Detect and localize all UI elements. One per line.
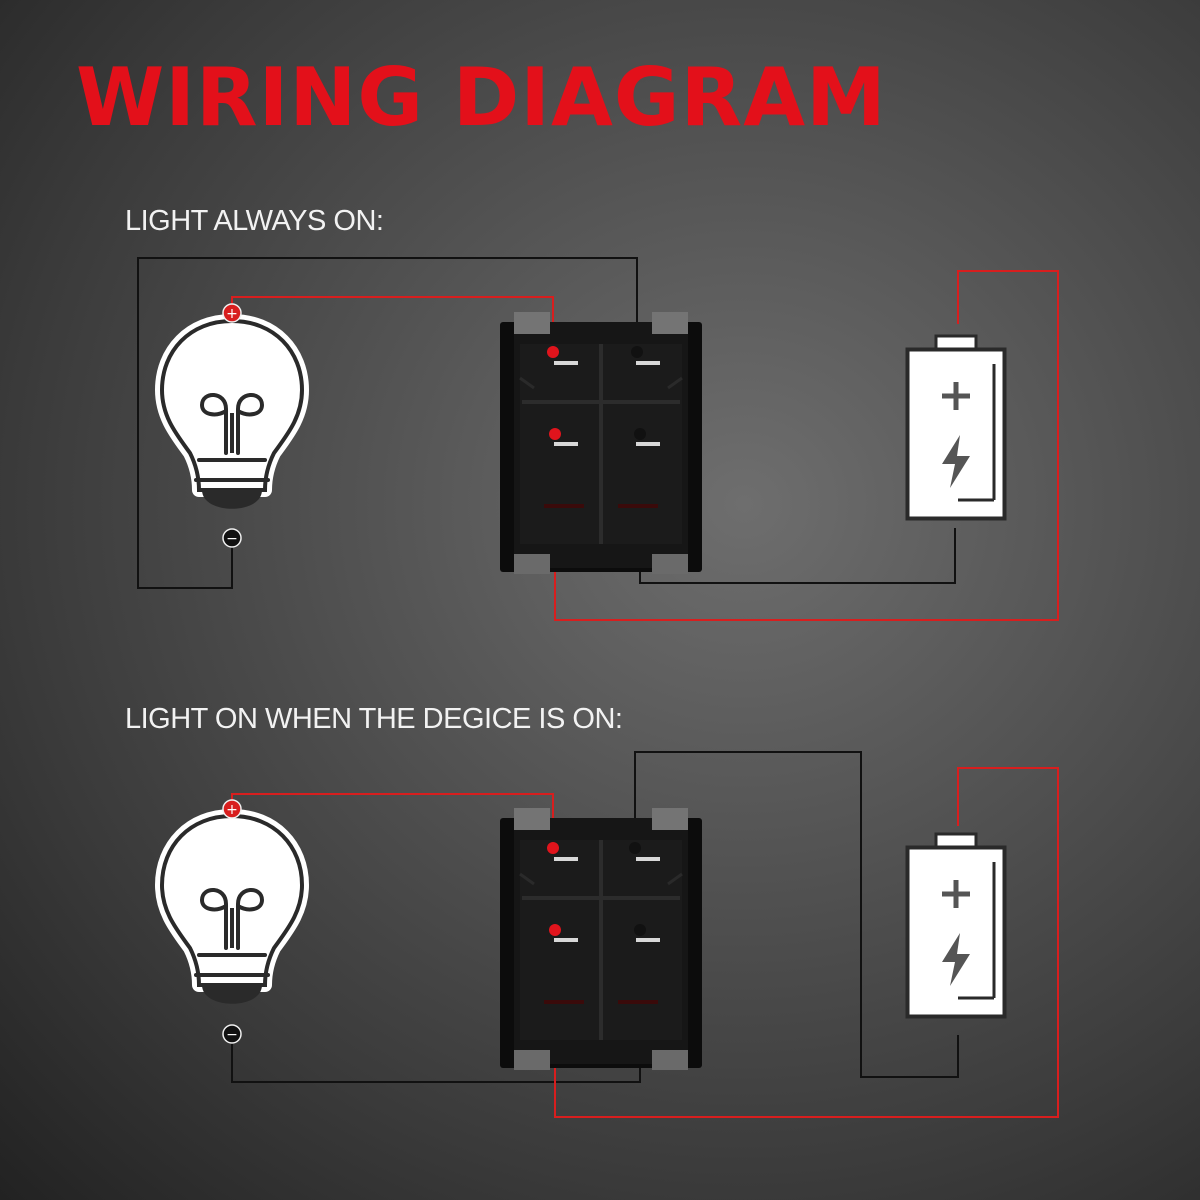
- switch-terminal-top-left: [547, 842, 559, 854]
- battery-icon: [908, 336, 1004, 518]
- battery-icon: [908, 834, 1004, 1016]
- diagram-always-on: + −: [137, 257, 1059, 621]
- svg-text:+: +: [226, 306, 238, 322]
- wire-positive-switch-to-battery: [554, 767, 1059, 1118]
- section-label-device-on: LIGHT ON WHEN THE DEGICE IS ON:: [125, 703, 623, 735]
- lamp-positive-terminal: +: [222, 303, 242, 323]
- lamp-negative-terminal: −: [222, 528, 242, 548]
- svg-text:−: −: [226, 531, 238, 547]
- page-title: WIRING DIAGRAM: [76, 51, 887, 144]
- wire-negative-switch-to-battery: [634, 751, 959, 1078]
- lamp-negative-terminal: −: [222, 1024, 242, 1044]
- switch-terminal-bottom-left: [549, 428, 561, 440]
- light-bulb-icon: [162, 321, 302, 509]
- switch-terminal-bottom-right: [634, 428, 646, 440]
- rocker-switch-icon: [498, 806, 704, 1072]
- switch-terminal-top-right: [631, 346, 643, 358]
- svg-text:+: +: [226, 802, 238, 818]
- wire-negative-lamp-to-switch: [137, 257, 638, 589]
- switch-terminal-top-right: [629, 842, 641, 854]
- diagram-device-on: + −: [162, 751, 1059, 1118]
- switch-terminal-bottom-right: [634, 924, 646, 936]
- lamp-positive-terminal: +: [222, 799, 242, 819]
- light-bulb-icon: [162, 816, 302, 1004]
- switch-terminal-top-left: [547, 346, 559, 358]
- switch-terminal-bottom-left: [549, 924, 561, 936]
- section-label-always-on: LIGHT ALWAYS ON:: [125, 205, 384, 237]
- svg-text:−: −: [226, 1027, 238, 1043]
- wire-positive-switch-to-battery: [554, 270, 1059, 621]
- rocker-switch-icon: [498, 310, 704, 576]
